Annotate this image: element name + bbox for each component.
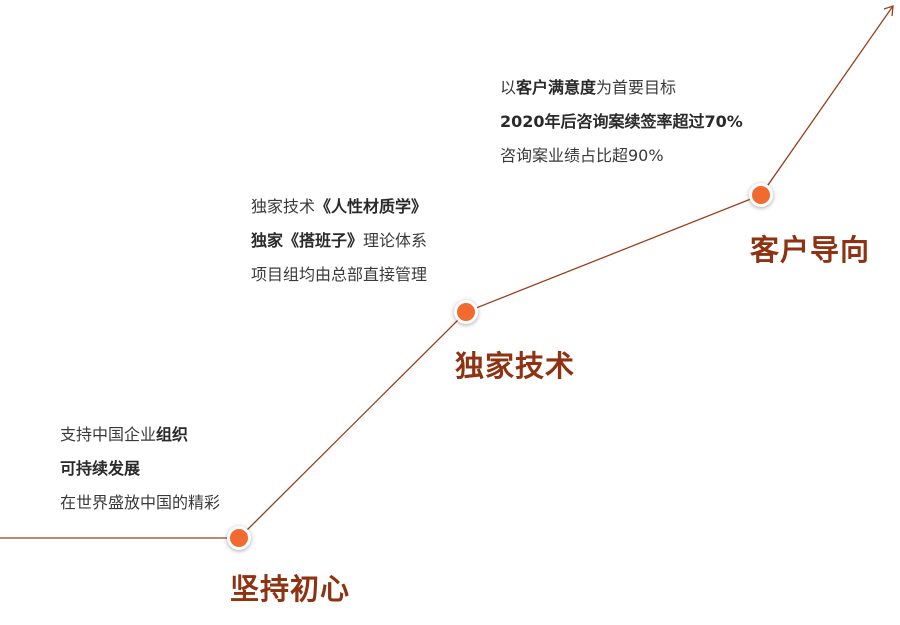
milestone-title-2: 独家技术: [455, 349, 576, 383]
milestone-title-1: 坚持初心: [230, 572, 351, 606]
description-line: 2020年后咨询案续签率超过70%: [500, 105, 743, 139]
description-text: 在世界盛放中国的精彩: [60, 493, 221, 512]
description-text: 《人性材质学》: [315, 197, 428, 216]
description-text: 可持续发展: [60, 459, 141, 478]
description-text: 为首要目标: [596, 78, 677, 97]
description-line: 可持续发展: [60, 452, 220, 486]
description-text: 支持中国企业: [60, 425, 157, 444]
description-text: 咨询案业绩占比超90%: [500, 146, 664, 165]
description-text: 项目组均由总部直接管理: [251, 265, 428, 284]
description-line: 在世界盛放中国的精彩: [60, 486, 220, 520]
milestone-dot-1: [227, 526, 251, 550]
arrowhead-icon: [883, 5, 894, 17]
milestone-markers: [227, 183, 773, 550]
description-line: 以客户满意度为首要目标: [500, 71, 743, 105]
description-text: 组织: [156, 425, 189, 444]
milestone-description-1: 支持中国企业组织可持续发展在世界盛放中国的精彩: [60, 418, 220, 520]
milestone-description-3: 以客户满意度为首要目标 2020年后咨询案续签率超过70% 咨询案业绩占比超90%: [500, 71, 743, 173]
description-line: 项目组均由总部直接管理: [251, 258, 427, 292]
description-line: 咨询案业绩占比超90%: [500, 139, 743, 173]
description-text: 客户满意度: [516, 78, 597, 97]
milestone-title-3: 客户导向: [750, 233, 871, 267]
description-text: 2020年后咨询案续签率超过70%: [500, 112, 743, 131]
description-text: 理论体系: [363, 231, 428, 250]
milestone-dot-2: [454, 300, 478, 324]
description-line: 独家技术《人性材质学》: [251, 190, 427, 224]
description-line: 独家《搭班子》理论体系: [251, 224, 427, 258]
description-text: 独家《搭班子》: [251, 231, 364, 250]
description-line: 支持中国企业组织: [60, 418, 220, 452]
description-text: 独家技术: [251, 197, 316, 216]
description-text: 以: [500, 78, 517, 97]
milestone-description-2: 独家技术《人性材质学》独家《搭班子》理论体系项目组均由总部直接管理: [251, 190, 427, 292]
milestone-dot-3: [749, 183, 773, 207]
